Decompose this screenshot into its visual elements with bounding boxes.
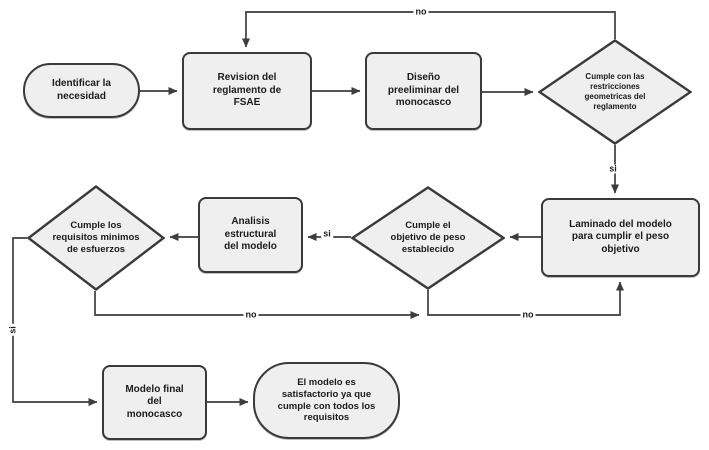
edge-label-si-requisitos: si (7, 324, 18, 336)
edge-label-no-top: no (413, 6, 429, 17)
node-revision-reglamento: Revision del reglamento de FSAE (182, 52, 312, 130)
node-decision-restricciones: Cumple con las restricciones geometricas… (538, 39, 692, 145)
diamond-shape (538, 39, 692, 145)
node-label: Cumple con las restricciones geometricas… (584, 72, 646, 111)
edge-label-no-requisitos: no (243, 309, 259, 320)
edge-label-si-objetivo: si (321, 228, 333, 239)
node-label: Revision del reglamento de FSAE (212, 72, 282, 109)
edge-label-no-objetivo: no (520, 309, 536, 320)
edge-requisitos-si-to-modelo-final (12, 237, 98, 406)
node-label: Laminado del modelo para cumplir el peso… (569, 218, 672, 255)
edge-requisitos-no-join (94, 291, 420, 319)
edge-restricciones-no-to-revision (242, 11, 616, 48)
node-label: Analisis estructural del modelo (224, 216, 277, 253)
diamond-shape (351, 186, 505, 290)
node-decision-objetivo-peso: Cumple el objetivo de peso establecido (351, 186, 505, 290)
node-label: Identificar la necesidad (52, 78, 111, 102)
node-decision-requisitos: Cumple los requisitos minimos de esfuerz… (27, 185, 165, 291)
edge-label-si-restricciones: si (607, 163, 619, 174)
diamond-shape (27, 185, 165, 291)
node-label: Modelo final del monocasco (125, 383, 184, 420)
node-label: El modelo es satisfactorio ya que cumple… (277, 376, 376, 424)
node-diseno-preliminar: Diseño preeliminar del monocasco (365, 52, 482, 130)
node-label: Cumple el objetivo de peso establecido (390, 220, 466, 255)
node-label: Cumple los requisitos minimos de esfuerz… (52, 220, 140, 255)
node-modelo-final: Modelo final del monocasco (102, 365, 207, 440)
node-laminado-modelo: Laminado del modelo para cumplir el peso… (541, 198, 700, 277)
node-label: Diseño preeliminar del monocasco (387, 72, 460, 109)
node-identificar-necesidad: Identificar la necesidad (23, 63, 140, 118)
node-modelo-satisfactorio: El modelo es satisfactorio ya que cumple… (253, 362, 400, 439)
node-analisis-estructural: Analisis estructural del modelo (198, 197, 303, 273)
